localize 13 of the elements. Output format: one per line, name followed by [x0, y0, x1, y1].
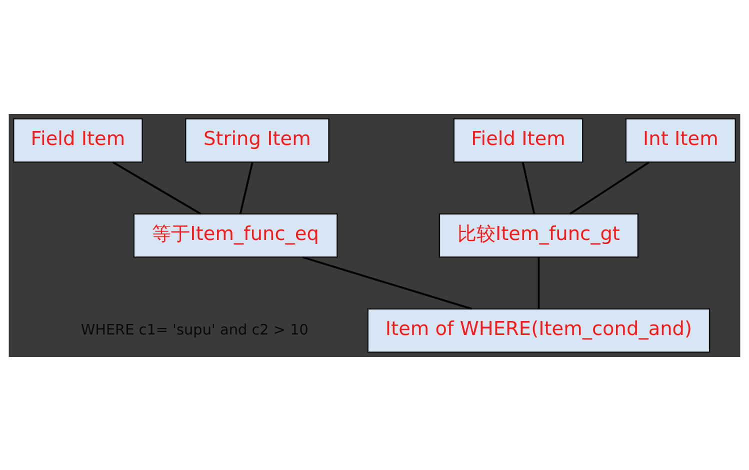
node-box: Item of WHERE(Item_cond_and)	[367, 308, 710, 352]
connector	[239, 162, 254, 214]
connector	[112, 160, 202, 214]
node-box: Field Item	[13, 118, 143, 162]
connector	[522, 162, 536, 214]
node-box: 等于Item_func_eq	[133, 212, 338, 258]
node-box: String Item	[185, 118, 330, 162]
node-box: 比较Item_func_gt	[438, 212, 639, 258]
connector	[570, 160, 650, 214]
node-box: Field Item	[453, 118, 584, 162]
connector	[302, 256, 472, 310]
connector	[538, 256, 540, 308]
node-box: Int Item	[625, 118, 736, 162]
